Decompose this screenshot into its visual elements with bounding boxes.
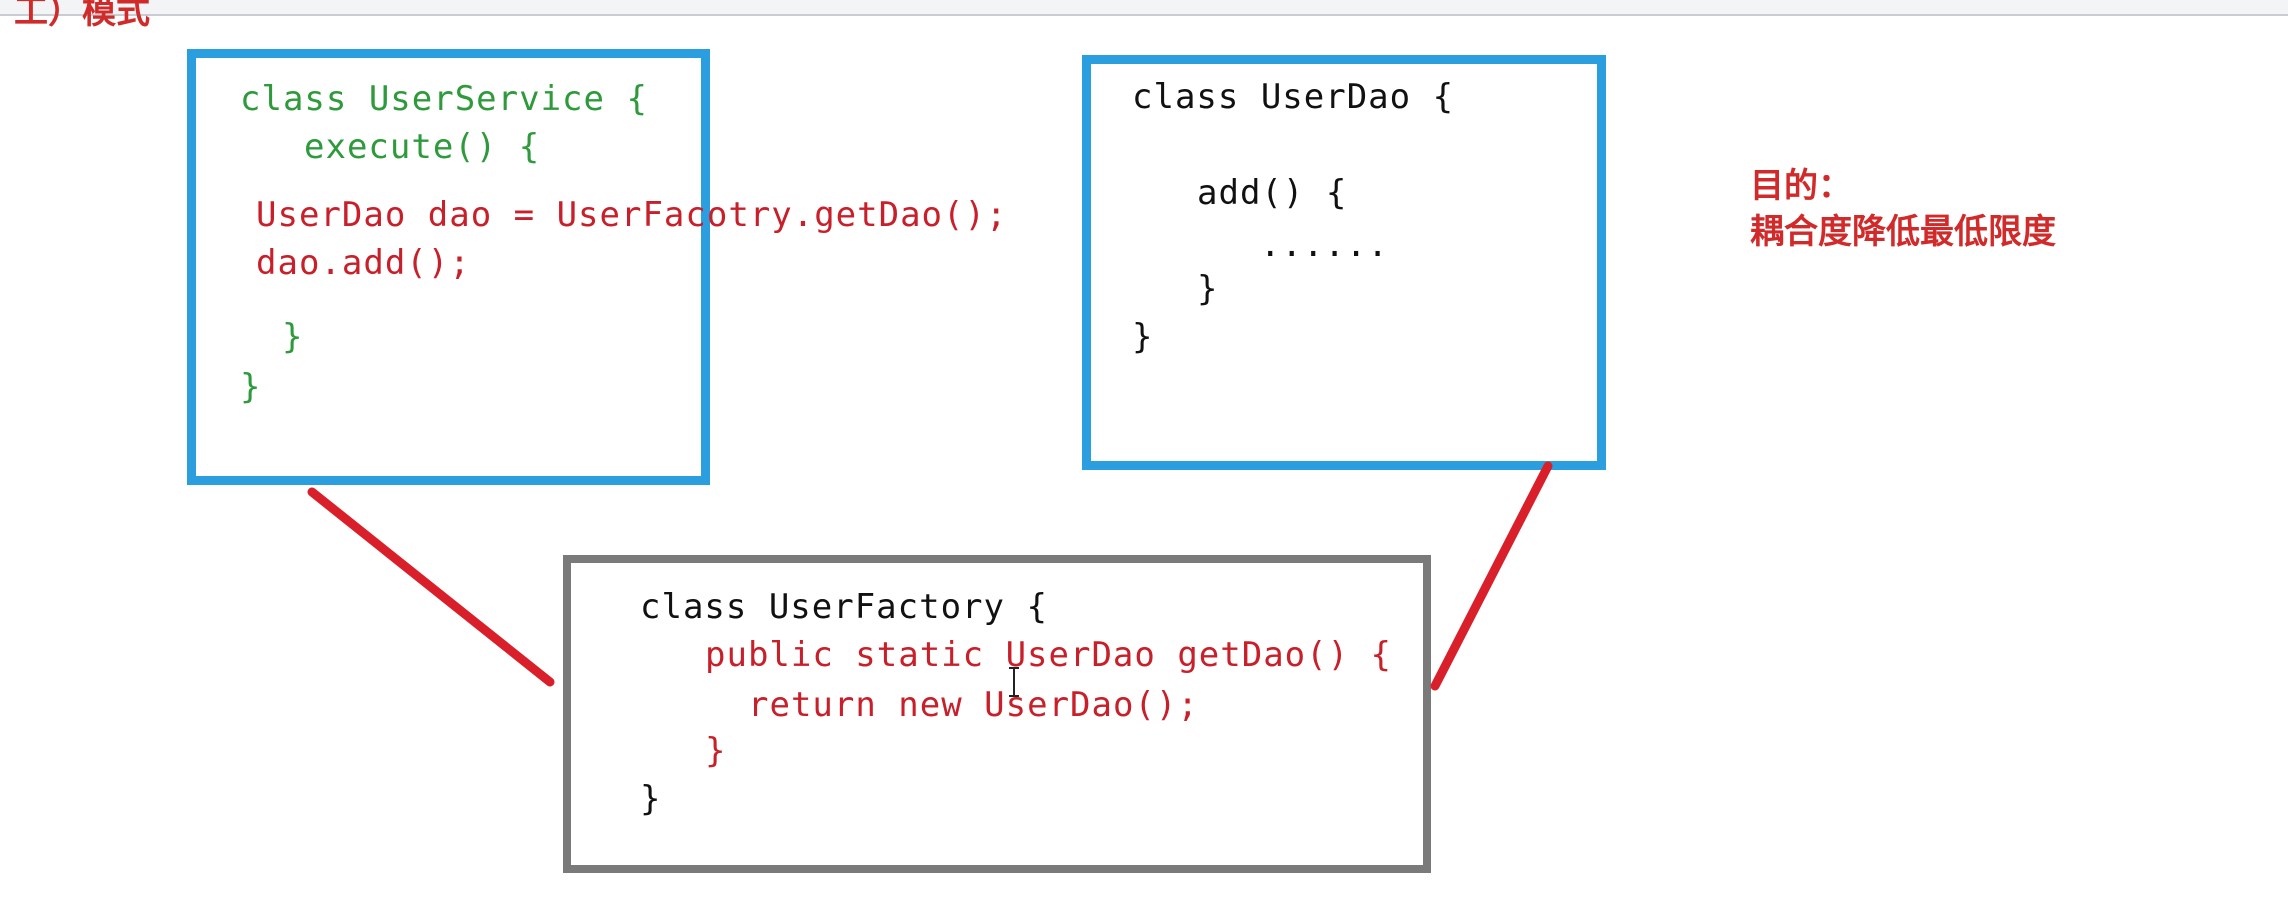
connector-userdao-to-factory [1430, 461, 1553, 691]
userdao-class-close: } [1132, 317, 1154, 357]
userservice-class-close: } [240, 367, 262, 407]
goal-text: 耦合度降低最低限度 [1750, 212, 2056, 252]
userdao-add-line: add() { [1197, 173, 1348, 213]
userservice-box [187, 49, 710, 485]
connector-userservice-to-factory [307, 487, 555, 687]
userdao-ellipsis-line: ...... [1260, 225, 1389, 265]
userfactory-class-line: class UserFactory { [640, 587, 1048, 627]
section-heading-fragment: 工）模式 [14, 0, 150, 32]
userservice-class-line: class UserService { [240, 79, 648, 119]
userservice-getdao-line: UserDao dao = UserFacotry.getDao(); [256, 195, 1008, 235]
userfactory-getdao-close: } [705, 731, 727, 771]
userservice-execute-close: } [282, 317, 304, 357]
goal-title: 目的： [1750, 166, 1852, 206]
window-top-edge [0, 0, 2288, 16]
userdao-class-line: class UserDao { [1132, 77, 1455, 117]
userdao-add-close: } [1197, 269, 1219, 309]
userservice-add-call-line: dao.add(); [256, 243, 471, 283]
userfactory-class-close: } [640, 779, 662, 819]
userfactory-getdao-line: public static UserDao getDao() { [705, 635, 1393, 675]
userservice-execute-line: execute() { [304, 127, 541, 167]
userfactory-return-line: return new UserDao(); [748, 685, 1199, 725]
userdao-box [1082, 55, 1606, 470]
userfactory-box [563, 555, 1431, 873]
